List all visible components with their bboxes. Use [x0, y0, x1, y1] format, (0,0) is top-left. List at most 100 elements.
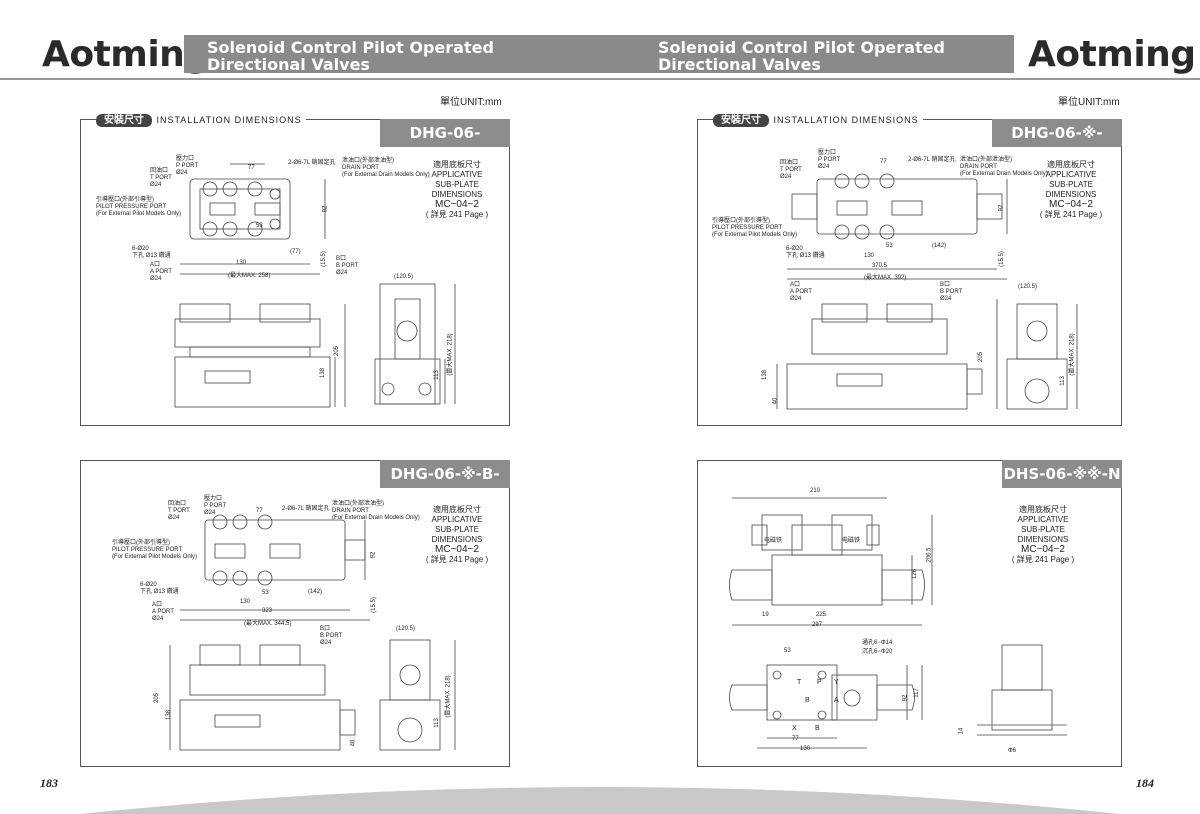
dim-40: 40 — [772, 397, 779, 405]
svg-text:P: P — [817, 679, 822, 686]
fix-hole-label: 2-Ø6-7L 銷固定孔 — [288, 160, 336, 166]
coil-label-right: 电磁铁 — [842, 538, 861, 544]
header-bar — [184, 35, 1014, 73]
header-title-right: Solenoid Control Pilot Operated Directio… — [658, 39, 945, 73]
drawing-dhg-ab-d2 — [776, 173, 1078, 410]
dim-117: 117 — [913, 688, 920, 698]
dim-138: 138 — [762, 369, 769, 381]
dim-53: 53 — [256, 223, 263, 229]
dim-120-5: (120.5) — [1018, 284, 1038, 290]
install-header-1: 安裝尺寸 INSTALLATION DIMENSIONS — [96, 110, 306, 128]
dim-130: 130 — [236, 260, 247, 266]
dim-206-5: 206.5 — [926, 547, 933, 563]
header-title-right-line1: Solenoid Control Pilot Operated — [658, 38, 945, 57]
pilot-port-label: 引導壓口(外部引導型)PILOT PRESSURE PORT(For Exter… — [96, 197, 182, 217]
dim-126: 126 — [912, 568, 919, 580]
subplate-ref: ( 詳見 241 Page ) — [425, 210, 489, 219]
dim-205: 205 — [334, 345, 341, 357]
dim-225: 225 — [816, 612, 827, 618]
dim-205: 205 — [978, 351, 985, 363]
unit-label-right: 單位UNIT:mm — [1058, 97, 1120, 108]
brand-logo-right: Aotming — [1028, 34, 1196, 75]
dim-15-5: (15.5) — [320, 251, 327, 267]
drain-port-label: 泄油口(外部泄油型)DRAIN PORT(For External Drain … — [332, 501, 420, 521]
dim-77: 77 — [256, 508, 263, 514]
dim-max: (最大MAX. 258) — [228, 273, 271, 279]
dim-113: 113 — [433, 718, 440, 728]
panel-dhg-d2: DHG-06-※-...D2 — [80, 119, 510, 426]
footer-swoosh — [80, 787, 1120, 814]
dim-92: 92 — [998, 204, 1005, 212]
cbore-label: 沉孔6−Φ20 — [862, 649, 893, 655]
subplate-info-1: 適用底板尺寸 APPLICATIVE SUB-PLATE DIMENSIONS … — [412, 160, 502, 220]
dim-max: (最大MAX. 392) — [864, 275, 907, 281]
svg-text:X: X — [792, 725, 797, 732]
dim-113: 113 — [433, 370, 440, 380]
header-rule — [0, 78, 1200, 80]
panel-dhs-n: DHS-06-※※-N — [697, 460, 1122, 767]
dim-92: 92 — [322, 205, 329, 213]
dim-53: 53 — [262, 590, 269, 596]
thru-hole-label: 通孔6−Φ14 — [862, 640, 893, 646]
dim-210: 210 — [810, 488, 821, 494]
dim-15-5: (15.5) — [370, 597, 377, 613]
svg-text:T: T — [797, 679, 802, 686]
dim-130: 130 — [800, 746, 811, 752]
dim-15-5: (15.5) — [998, 251, 1005, 267]
install-label: INSTALLATION DIMENSIONS — [773, 115, 919, 125]
drawing-dhg-d2 — [174, 163, 456, 408]
dim-53: 53 — [784, 648, 791, 654]
dim-77: 77 — [248, 165, 255, 171]
pilot-port-label: 引導壓口(外部引導型)PILOT PRESSURE PORT(For Exter… — [712, 218, 798, 238]
drain-port-label: 泄油口(外部泄油型)DRAIN PORT(For External Drain … — [342, 158, 430, 178]
pilot-port-label: 引導壓口(外部引導型)PILOT PRESSURE PORT(For Exter… — [112, 540, 198, 560]
dim-130: 130 — [864, 253, 875, 259]
install-header-2: 安裝尺寸 INSTALLATION DIMENSIONS — [713, 110, 923, 128]
panel-model-tab: DHG-06-※-B-D2 — [380, 460, 510, 511]
dim-77b: (77) — [290, 249, 301, 255]
fix-hole-label: 2-Ø6-7L 銷固定孔 — [282, 506, 330, 512]
panel-model-tab: DHG-06-※-...D2 — [380, 119, 510, 170]
drain-port-label: 泄油口(外部泄油型)DRAIN PORT(For External Drain … — [960, 157, 1048, 177]
dim-370-5: 370.5 — [872, 263, 888, 269]
dim-120-5: (120.5) — [396, 626, 416, 632]
dim-40: 40 — [350, 739, 357, 747]
subplate-cn: 適用底板尺寸 — [433, 160, 481, 169]
dim-205: 205 — [154, 692, 161, 704]
dim-max: (最大MAX. 344.5) — [244, 621, 292, 627]
dim-77: 77 — [880, 159, 887, 165]
dim-phi6: Φ6 — [1008, 748, 1017, 754]
subplate-en1: APPLICATIVE — [431, 170, 483, 179]
dim-120-5: (120.5) — [394, 274, 414, 280]
dim-142: (142) — [308, 589, 323, 595]
dim-77: 77 — [792, 736, 799, 742]
header-title-left-line2: Directional Valves — [207, 55, 370, 74]
dim-142: (142) — [932, 243, 947, 249]
brand-logo-left: Aotming — [42, 34, 210, 75]
panel-model-tab: DHG-06-※-AB...D2 — [992, 119, 1122, 170]
dim-max218: (最大MAX. 218) — [1069, 333, 1076, 376]
dim-113: 113 — [1059, 376, 1066, 386]
drawing-dhg-b-d2 — [169, 514, 456, 751]
subplate-en2: SUB-PLATE DIMENSIONS — [431, 180, 483, 199]
install-badge: 安裝尺寸 — [96, 114, 152, 127]
header-title-right-line2: Directional Valves — [658, 55, 821, 74]
unit-label-left: 單位UNIT:mm — [440, 97, 502, 108]
svg-text:A: A — [834, 697, 839, 704]
panel-model-tab: DHS-06-※※-N — [1002, 460, 1122, 488]
